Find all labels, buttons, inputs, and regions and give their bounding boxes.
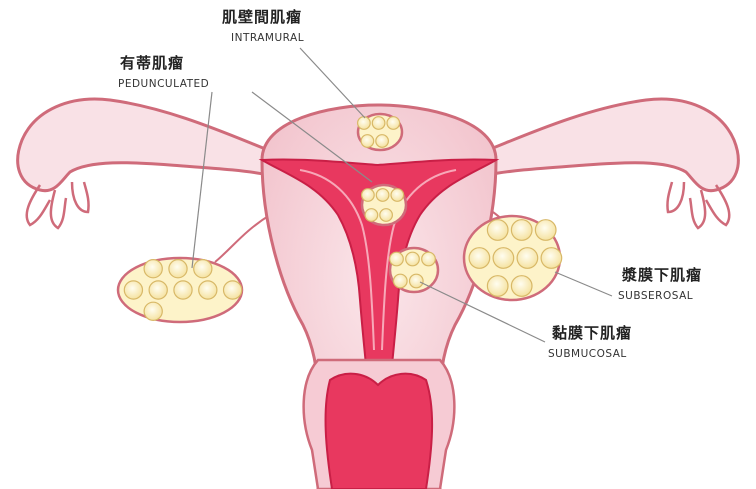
pedunculated-fibroid-nodule bbox=[194, 260, 212, 278]
right-fallopian-tube bbox=[488, 99, 738, 191]
pedunculated-fibroid-nodule bbox=[169, 260, 187, 278]
pedunculated-fibroid-nodule bbox=[144, 260, 162, 278]
pedunculated-fibroid bbox=[118, 258, 242, 322]
intramural-fibroid-nodule bbox=[361, 135, 374, 148]
pedunculated-fibroid-nodule bbox=[124, 281, 142, 299]
intramural-fibroid bbox=[358, 114, 402, 150]
intramural-fibroid-nodule bbox=[387, 117, 400, 130]
intramural-fibroid-nodule bbox=[372, 117, 385, 130]
pedunculated-inner-fibroid-nodule bbox=[365, 209, 378, 222]
subserosal-fibroid-nodule bbox=[487, 220, 508, 241]
pedunculated-inner-fibroid bbox=[362, 185, 406, 225]
subserosal-label-en: SUBSEROSAL bbox=[618, 291, 693, 302]
pedunculated-leader bbox=[192, 92, 212, 268]
left-fallopian-tube bbox=[18, 99, 268, 191]
submucosal-fibroid bbox=[390, 248, 438, 292]
pedunculated-inner-fibroid-nodule bbox=[376, 189, 389, 202]
pedunculated-label-zh: 有蒂肌瘤 bbox=[120, 56, 184, 71]
submucosal-fibroid-nodule bbox=[422, 252, 436, 266]
pedunculated-fibroid-nodule bbox=[144, 302, 162, 320]
submucosal-fibroid-nodule bbox=[394, 274, 408, 288]
submucosal-fibroid-nodule bbox=[390, 252, 404, 266]
right-fimbriae bbox=[667, 182, 729, 228]
subserosal-fibroid-nodule bbox=[469, 248, 490, 269]
subserosal-fibroid-nodule bbox=[511, 276, 532, 297]
pedunculated-inner-fibroid-nodule bbox=[362, 189, 375, 202]
pedunculated-fibroid-nodule bbox=[224, 281, 242, 299]
subserosal-fibroid-nodule bbox=[487, 276, 508, 297]
pedunculated-inner-fibroid-nodule bbox=[391, 189, 404, 202]
left-ligament bbox=[215, 215, 270, 262]
submucosal-label-en: SUBMUCOSAL bbox=[548, 349, 627, 360]
pedunculated-fibroid-nodule bbox=[199, 281, 217, 299]
intramural-label-zh: 肌壁間肌瘤 bbox=[222, 10, 302, 25]
submucosal-fibroid-nodule bbox=[410, 274, 424, 288]
subserosal-label-zh: 漿膜下肌瘤 bbox=[622, 268, 702, 283]
subserosal-fibroid bbox=[464, 216, 562, 300]
subserosal-fibroid-nodule bbox=[511, 220, 532, 241]
subserosal-fibroid-nodule bbox=[493, 248, 514, 269]
submucosal-label-zh: 黏膜下肌瘤 bbox=[552, 326, 632, 341]
cervical-canal bbox=[326, 374, 433, 489]
pedunculated-inner-fibroid-nodule bbox=[380, 209, 393, 222]
intramural-fibroid-nodule bbox=[376, 135, 389, 148]
pedunculated-fibroid-nodule bbox=[149, 281, 167, 299]
intramural-fibroid-nodule bbox=[358, 117, 371, 130]
submucosal-fibroid-nodule bbox=[406, 252, 420, 266]
pedunculated-label-en: PEDUNCULATED bbox=[118, 79, 209, 90]
subserosal-fibroid-nodule bbox=[517, 248, 538, 269]
intramural-label-en: INTRAMURAL bbox=[231, 33, 304, 44]
subserosal-fibroid-nodule bbox=[535, 220, 556, 241]
subserosal-fibroid-nodule bbox=[541, 248, 562, 269]
subserosal-leader bbox=[555, 272, 612, 296]
left-fimbriae bbox=[27, 182, 89, 228]
pedunculated-fibroid-nodule bbox=[174, 281, 192, 299]
